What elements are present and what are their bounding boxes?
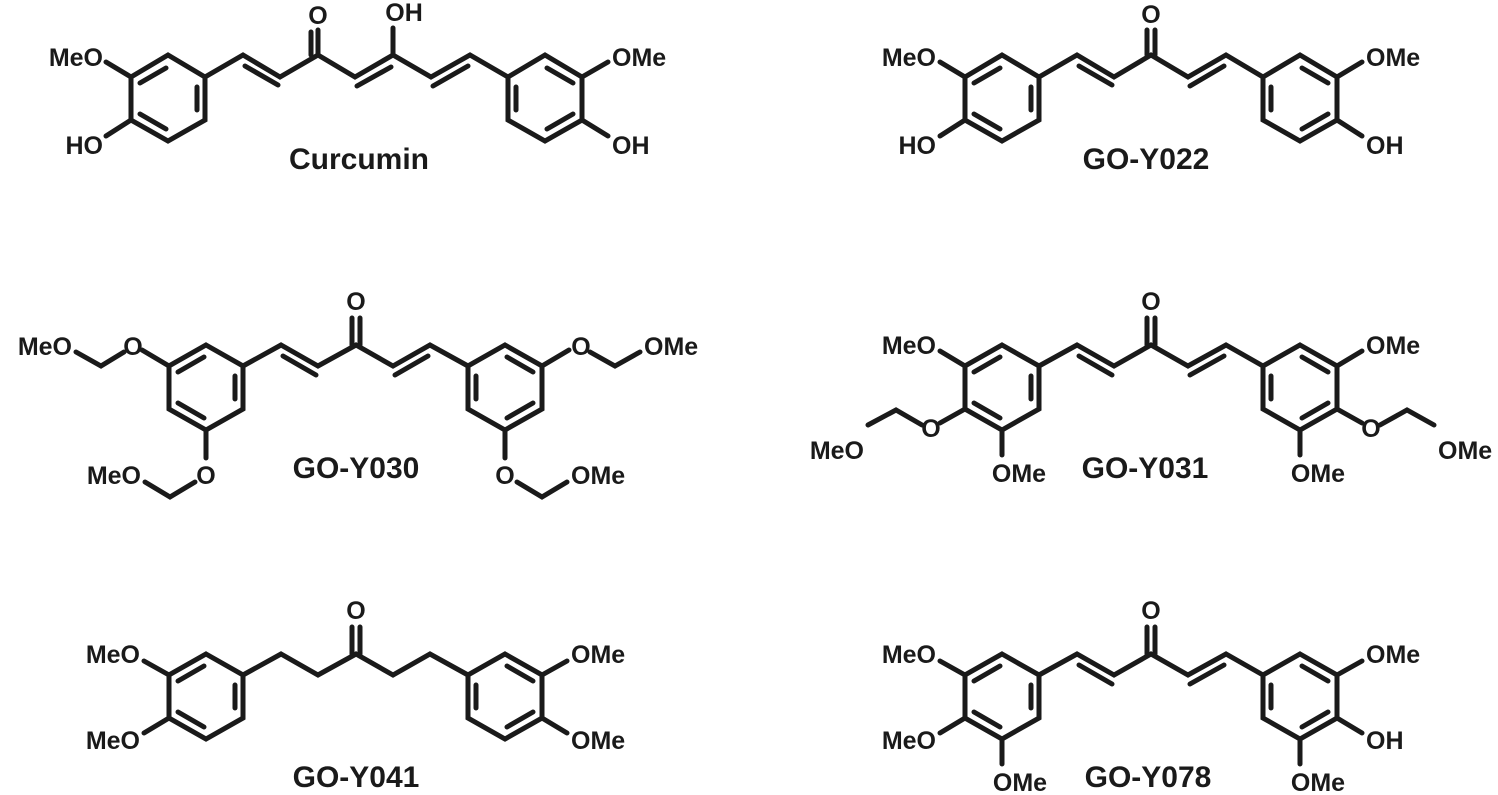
methoxy-label: MeO [87,462,141,490]
methoxy-label: OMe [1291,769,1345,795]
methoxy-label: MeO [882,641,936,669]
compound-name: GO-Y078 [1085,761,1212,794]
enol-label: OH [385,0,423,27]
methoxy-label: OMe [571,641,625,669]
methoxy-label: OMe [571,727,625,755]
methoxy-label: OMe [1366,332,1420,360]
methoxy-label: OMe [644,333,698,361]
hydroxy-label: HO [66,132,104,160]
carbonyl-oxygen-label: O [1141,288,1160,316]
ether-oxygen-label: O [1361,415,1380,443]
ether-oxygen-label: O [495,462,514,490]
hydroxy-label: OH [612,132,650,160]
methoxy-label: OMe [993,769,1047,795]
hydroxy-label: OH [1366,727,1404,755]
ether-oxygen-label: O [921,415,940,443]
hydroxy-label: HO [899,132,937,160]
compound-name: Curcumin [289,143,429,176]
ether-oxygen-label: O [571,333,590,361]
methoxy-label: OMe [1291,460,1345,488]
methoxy-label: OMe [612,44,666,72]
methoxy-label: MeO [882,727,936,755]
hydroxy-label: OH [1366,132,1404,160]
carbonyl-oxygen-label: O [308,2,327,30]
substituent-bonds [103,59,611,139]
methoxy-label: MeO [810,437,864,465]
compound-name: GO-Y022 [1083,143,1210,176]
methoxy-label: MeO [18,333,72,361]
methoxy-label: OMe [1438,437,1492,465]
carbonyl-oxygen-label: O [346,288,365,316]
linker [202,25,511,89]
compound-name: GO-Y030 [293,452,420,485]
right-ring [505,52,585,144]
compound-go-y031: O MeO O MeO OMe OMe O OMe OMe GO-Y031 [810,288,1492,488]
methoxy-label: OMe [1366,44,1420,72]
methoxy-label: OMe [992,460,1046,488]
methoxy-label: MeO [86,727,140,755]
compound-name: GO-Y041 [293,761,420,794]
ether-oxygen-label: O [123,333,142,361]
methoxy-label: MeO [882,332,936,360]
compound-go-y030: O O MeO O MeO O OMe O OMe GO-Y030 [18,288,698,500]
methoxy-label: OMe [571,462,625,490]
left-ring [128,52,208,144]
ether-oxygen-label: O [196,462,215,490]
carbonyl-oxygen-label: O [1141,1,1160,29]
compound-curcumin: O OH MeO HO OMe OH Curcumin [49,0,666,176]
carbonyl-oxygen-label: O [346,597,365,625]
compound-go-y022: O MeO HO OMe OH GO-Y022 [882,1,1420,176]
methoxy-label: OMe [1366,641,1420,669]
compound-go-y041: O MeO MeO OMe OMe GO-Y041 [86,597,625,794]
carbonyl-oxygen-label: O [1141,597,1160,625]
compound-name: GO-Y031 [1082,452,1209,485]
methoxy-label: MeO [49,44,103,72]
methoxy-label: MeO [86,641,140,669]
methoxy-label: MeO [882,44,936,72]
compound-go-y078: O MeO MeO OMe OMe OH OMe GO-Y078 [882,597,1420,795]
